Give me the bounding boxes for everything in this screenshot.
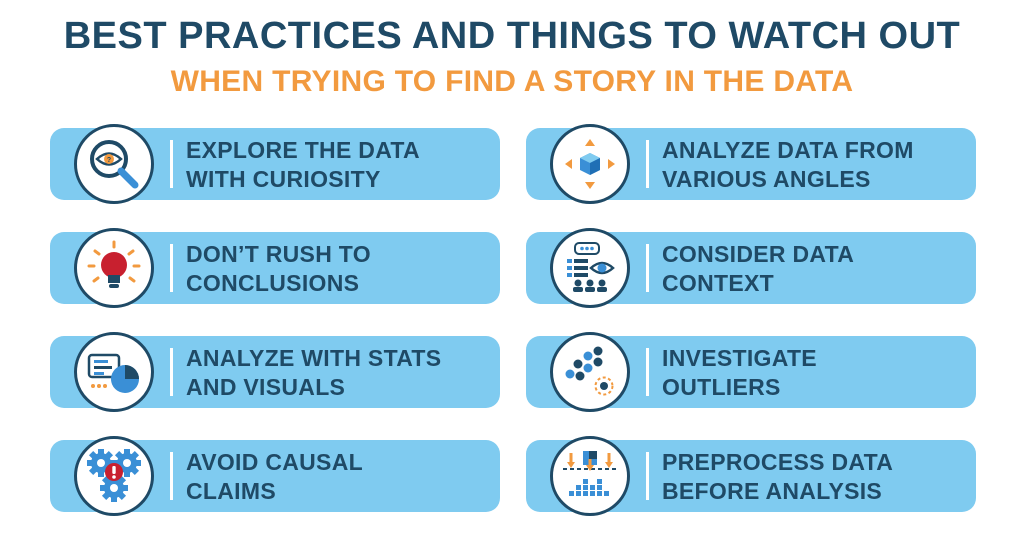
practice-label: PREPROCESS DATA BEFORE ANALYSIS <box>662 449 894 504</box>
card-divider <box>646 348 649 396</box>
practice-label: CONSIDER DATA CONTEXT <box>662 241 855 296</box>
stats-pie-icon <box>87 353 139 393</box>
card-divider <box>170 348 173 396</box>
practice-label: ANALYZE WITH STATS AND VISUALS <box>186 345 442 400</box>
icon-circle <box>550 124 630 204</box>
practice-card-causal: AVOID CAUSAL CLAIMS <box>50 436 500 516</box>
practice-card-conclusions: DON’T RUSH TO CONCLUSIONS <box>50 228 500 308</box>
card-divider <box>646 244 649 292</box>
context-eye-people-icon <box>567 242 615 292</box>
page-subtitle: WHEN TRYING TO FIND A STORY IN THE DATA <box>170 65 854 98</box>
practice-card-outliers: INVESTIGATE OUTLIERS <box>526 332 976 412</box>
practice-label: AVOID CAUSAL CLAIMS <box>186 449 363 504</box>
practice-label: INVESTIGATE OUTLIERS <box>662 345 817 400</box>
practice-card-context: CONSIDER DATA CONTEXT <box>526 228 976 308</box>
practice-label: EXPLORE THE DATA WITH CURIOSITY <box>186 137 420 192</box>
gears-warning-icon <box>87 449 141 502</box>
icon-circle <box>74 228 154 308</box>
card-divider <box>646 140 649 188</box>
practice-label: DON’T RUSH TO CONCLUSIONS <box>186 241 371 296</box>
card-divider <box>170 452 173 500</box>
svg-text:?: ? <box>107 157 111 164</box>
practice-card-explore: ? EXPLORE THE DATA WITH CURIOSITY <box>50 124 500 204</box>
preprocess-icon <box>563 451 617 496</box>
card-divider <box>170 244 173 292</box>
practice-label: ANALYZE DATA FROM VARIOUS ANGLES <box>662 137 914 192</box>
outlier-dots-icon <box>565 346 614 396</box>
practice-card-preprocess: PREPROCESS DATA BEFORE ANALYSIS <box>526 436 976 516</box>
icon-circle <box>550 332 630 412</box>
icon-circle: ? <box>74 124 154 204</box>
lightbulb-icon <box>87 240 141 288</box>
practice-card-stats: ANALYZE WITH STATS AND VISUALS <box>50 332 500 412</box>
cube-arrows-icon <box>565 139 615 189</box>
card-divider <box>170 140 173 188</box>
icon-circle <box>74 436 154 516</box>
card-divider <box>646 452 649 500</box>
magnifier-eye-icon: ? <box>90 140 139 189</box>
page-title: BEST PRACTICES AND THINGS TO WATCH OUT <box>63 15 961 57</box>
icon-circle <box>74 332 154 412</box>
icon-circle <box>550 228 630 308</box>
practice-card-angles: ANALYZE DATA FROM VARIOUS ANGLES <box>526 124 976 204</box>
icon-circle <box>550 436 630 516</box>
